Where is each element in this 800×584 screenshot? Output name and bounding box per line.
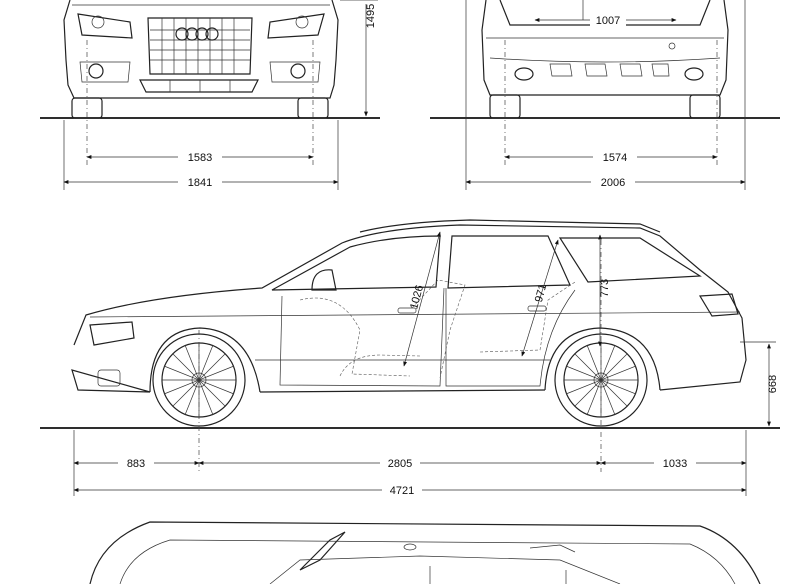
front-overhang-label: 883	[127, 458, 145, 470]
front-right-tire	[297, 97, 329, 119]
roof-rail	[359, 219, 661, 233]
front-car-outline	[63, 0, 339, 119]
rear-headroom-dimension-line	[521, 239, 559, 357]
front-right-fog-light	[290, 63, 306, 79]
side-headlight	[89, 321, 135, 346]
overall-length-label: 4721	[390, 485, 414, 497]
side-view: 1026 971 773 668 883 2805 1033 4721	[40, 219, 780, 497]
load-sill-label: 668	[767, 375, 779, 393]
brand-rings-logo	[175, 27, 219, 41]
right-exhaust-tip	[684, 67, 704, 81]
front-height-label: 1495	[365, 4, 377, 28]
front-door-window	[271, 235, 441, 291]
rear-right-tire	[689, 94, 721, 119]
front-left-tire	[71, 97, 103, 119]
width-mirrors-label: 2006	[601, 177, 625, 189]
front-wheel-arch	[149, 327, 261, 393]
rear-headroom-label: 971	[533, 283, 549, 304]
rear-door-window	[447, 235, 571, 289]
wheelbase-label: 2805	[388, 458, 412, 470]
cargo-height-label: 773	[599, 279, 611, 297]
rear-view: 1007 1574 2006	[430, 0, 780, 190]
top-view-outline	[89, 521, 761, 584]
side-mirror	[311, 269, 337, 291]
top-view	[89, 521, 761, 584]
front-view: 1495 1583 1841	[40, 0, 380, 190]
front-track-label: 1583	[188, 152, 212, 164]
left-exhaust-tip	[514, 67, 534, 81]
overall-width-label: 1841	[188, 177, 212, 189]
front-right-headlight	[267, 13, 325, 39]
front-grille	[147, 17, 253, 75]
top-view-mirror	[299, 531, 346, 571]
front-left-fog-light	[88, 63, 104, 79]
rear-track-label: 1574	[603, 152, 627, 164]
front-headroom-dimension-line	[403, 231, 441, 367]
body-silhouette	[71, 224, 747, 393]
rear-left-tire	[489, 94, 521, 119]
rear-quarter-window	[558, 237, 702, 283]
side-taillight	[698, 293, 739, 317]
rear-overhang-label: 1033	[663, 458, 687, 470]
front-left-headlight	[77, 13, 133, 39]
tailgate-width-label: 1007	[596, 15, 620, 27]
